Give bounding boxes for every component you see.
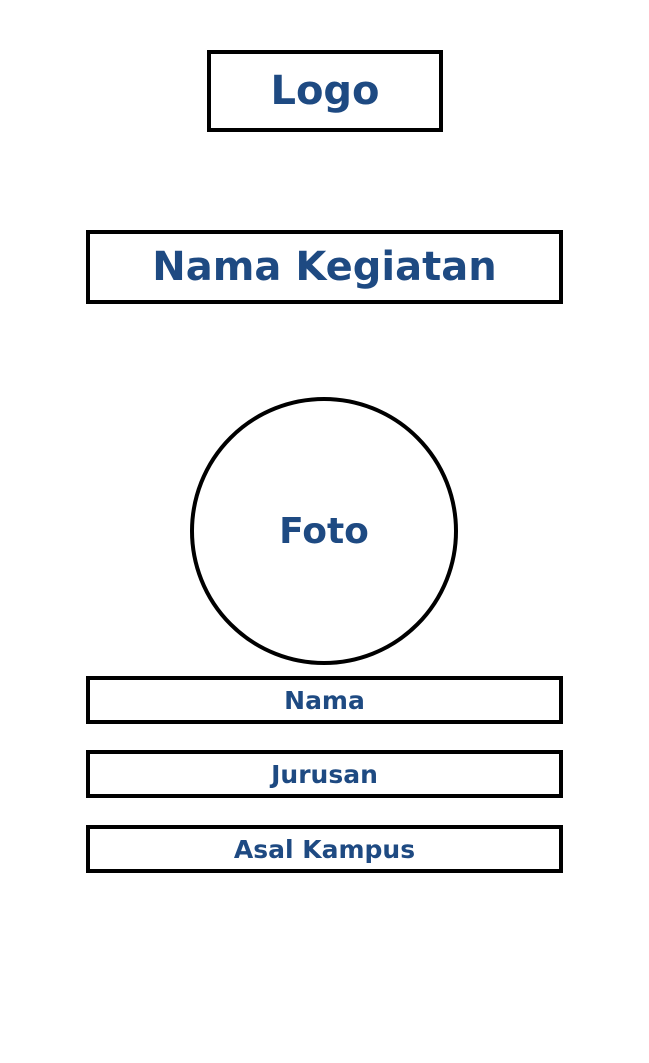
event-name-placeholder: Nama Kegiatan xyxy=(86,230,563,304)
photo-placeholder: Foto xyxy=(190,397,458,665)
campus-field-label: Asal Kampus xyxy=(233,834,416,864)
campus-field: Asal Kampus xyxy=(86,825,563,873)
event-name-label: Nama Kegiatan xyxy=(152,244,497,290)
logo-placeholder: Logo xyxy=(207,50,443,132)
name-field: Nama xyxy=(86,676,563,724)
logo-label: Logo xyxy=(270,68,380,114)
photo-label: Foto xyxy=(279,510,369,552)
name-field-label: Nama xyxy=(284,685,365,715)
major-field: Jurusan xyxy=(86,750,563,798)
major-field-label: Jurusan xyxy=(271,759,378,789)
